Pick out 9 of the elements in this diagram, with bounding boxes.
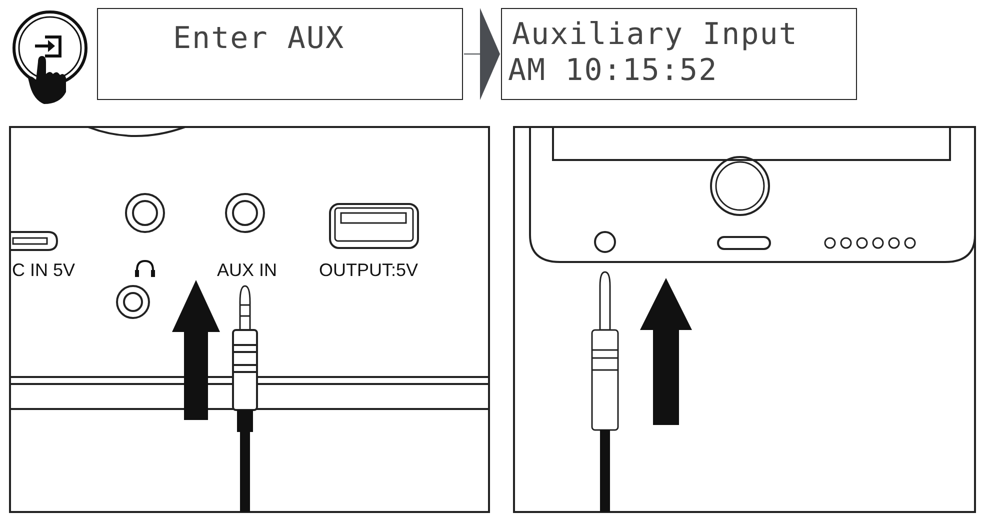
port-label: OUTPUT:5V bbox=[319, 260, 418, 280]
chevron-arrow bbox=[464, 8, 500, 100]
port-label: C IN 5V bbox=[12, 260, 76, 280]
display-text: Enter AUX bbox=[173, 23, 345, 55]
display-text: Auxiliary Input bbox=[512, 19, 798, 51]
display-screen bbox=[501, 8, 857, 100]
port-label: AUX IN bbox=[217, 260, 278, 280]
display-text: AM 10:15:52 bbox=[508, 55, 718, 87]
display-screen bbox=[97, 8, 463, 100]
